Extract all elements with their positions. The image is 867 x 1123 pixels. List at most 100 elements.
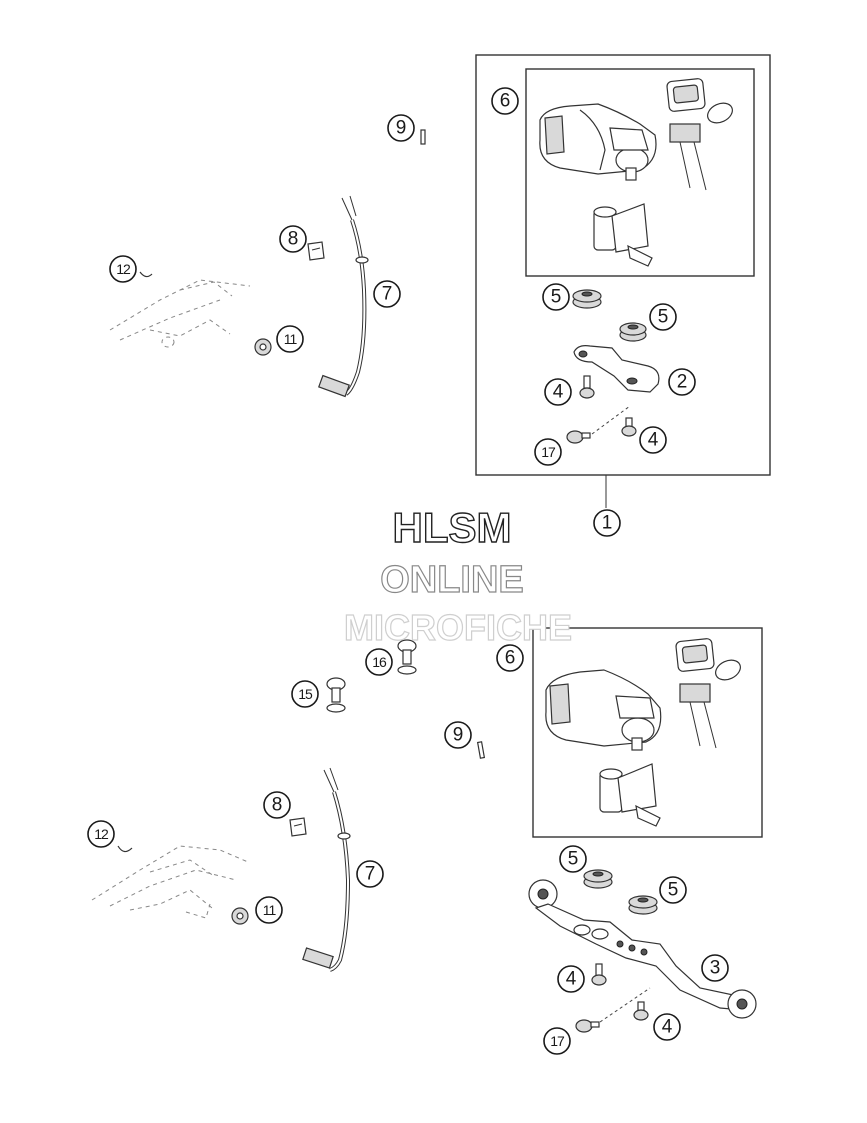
svg-text:4: 4 [553, 382, 564, 403]
svg-text:7: 7 [365, 864, 376, 885]
switch-connector-top [669, 123, 707, 191]
svg-text:5: 5 [658, 307, 669, 328]
svg-text:17: 17 [541, 444, 556, 460]
callout-4-top-b: 4 [639, 426, 667, 454]
callout-6-top: 6 [491, 87, 519, 115]
clip-12-bottom [117, 845, 133, 853]
bolt-4-top-a [579, 375, 595, 399]
svg-text:11: 11 [263, 902, 277, 918]
ghost-bracket-top [109, 279, 251, 348]
ghost-bracket-bottom [91, 845, 249, 919]
switch-body-top [593, 203, 653, 267]
watermark-line1: HLSM [393, 504, 512, 551]
svg-text:2: 2 [677, 372, 688, 393]
svg-text:1: 1 [602, 513, 613, 534]
assembly-1-frame [475, 54, 771, 476]
bolt-15 [326, 677, 346, 713]
grommet-5-bottom-b [628, 895, 658, 915]
callout-6-bottom: 6 [496, 644, 524, 672]
cable-7-top [318, 195, 369, 398]
callout-5-top-a: 5 [542, 283, 570, 311]
callout-4-bottom-a: 4 [557, 965, 585, 993]
callout-9-top: 9 [387, 114, 415, 142]
svg-text:16: 16 [372, 654, 387, 670]
switch-button-bottom [675, 638, 715, 672]
callout-7-bottom: 7 [356, 860, 384, 888]
bolt-4-bottom-b [633, 1001, 649, 1021]
callout-16: 16 [365, 648, 393, 676]
assembly-line-bottom [599, 987, 651, 1023]
switch-cap-bottom [715, 659, 741, 681]
watermark-line2: ONLINE [380, 559, 524, 601]
callout-12-top: 12 [109, 255, 137, 283]
callout-8-top: 8 [279, 225, 307, 253]
svg-text:17: 17 [550, 1033, 565, 1049]
callout-5-top-b: 5 [649, 303, 677, 331]
nut-11-top [254, 338, 272, 356]
clip-12-top [139, 271, 153, 278]
callout-5-bottom-a: 5 [559, 845, 587, 873]
callout-3: 3 [701, 954, 729, 982]
screw-17-bottom [575, 1019, 600, 1033]
switch-housing-bottom [545, 669, 662, 751]
callout-1: 1 [593, 509, 621, 537]
callout-7-top: 7 [373, 280, 401, 308]
pin-9-top [420, 129, 426, 145]
callout-12-bottom: 12 [87, 820, 115, 848]
clip-8-top [307, 241, 325, 261]
switch-kit-6-frame [525, 68, 755, 277]
callout-9-bottom: 9 [444, 721, 472, 749]
callout-5-bottom-b: 5 [659, 876, 687, 904]
switch-kit-6-frame-bottom [532, 627, 763, 838]
grommet-5-bottom-a [583, 869, 613, 889]
svg-text:4: 4 [662, 1017, 673, 1038]
svg-text:12: 12 [94, 826, 109, 842]
svg-text:5: 5 [668, 880, 679, 901]
callout-17-bottom: 17 [543, 1027, 571, 1055]
svg-text:12: 12 [116, 261, 131, 277]
svg-text:4: 4 [566, 969, 577, 990]
switch-housing-top [539, 103, 657, 181]
svg-text:7: 7 [382, 284, 393, 305]
switch-connector-bottom [679, 683, 717, 749]
svg-text:11: 11 [284, 331, 298, 347]
nut-11-bottom [231, 907, 249, 925]
svg-text:5: 5 [568, 849, 579, 870]
bolt-4-top-b [621, 417, 637, 437]
svg-text:9: 9 [453, 725, 464, 746]
switch-body-bottom [599, 763, 661, 827]
watermark-line3: MICROFICHE [344, 607, 572, 648]
bracket-3 [528, 879, 757, 1019]
callout-2: 2 [668, 368, 696, 396]
screw-17-top [566, 430, 591, 444]
callout-15: 15 [291, 680, 319, 708]
svg-text:6: 6 [505, 648, 516, 669]
bolt-16 [397, 639, 417, 675]
bolt-4-bottom-a [591, 963, 607, 986]
svg-text:6: 6 [500, 91, 511, 112]
svg-text:8: 8 [288, 229, 299, 250]
switch-button-top [666, 78, 706, 112]
switch-cap-top [707, 102, 733, 124]
callout-17-top: 17 [534, 438, 562, 466]
clip-8-bottom [289, 817, 307, 837]
callout-11-top: 11 [276, 325, 304, 353]
callout-11-bottom: 11 [255, 896, 283, 924]
svg-text:15: 15 [298, 686, 313, 702]
grommet-5-top-a [572, 289, 602, 309]
svg-text:3: 3 [710, 958, 721, 979]
callout-8-bottom: 8 [263, 791, 291, 819]
callout-4-top-a: 4 [544, 378, 572, 406]
svg-text:5: 5 [551, 287, 562, 308]
grommet-5-top-b [619, 322, 647, 342]
cable-7-bottom [302, 767, 351, 972]
callout-4-bottom-b: 4 [653, 1013, 681, 1041]
pin-9-bottom [476, 741, 486, 759]
svg-text:8: 8 [272, 795, 283, 816]
svg-text:9: 9 [396, 118, 407, 139]
svg-text:4: 4 [648, 430, 659, 451]
assembly-line-top [591, 405, 631, 435]
bracket-2 [573, 345, 660, 393]
